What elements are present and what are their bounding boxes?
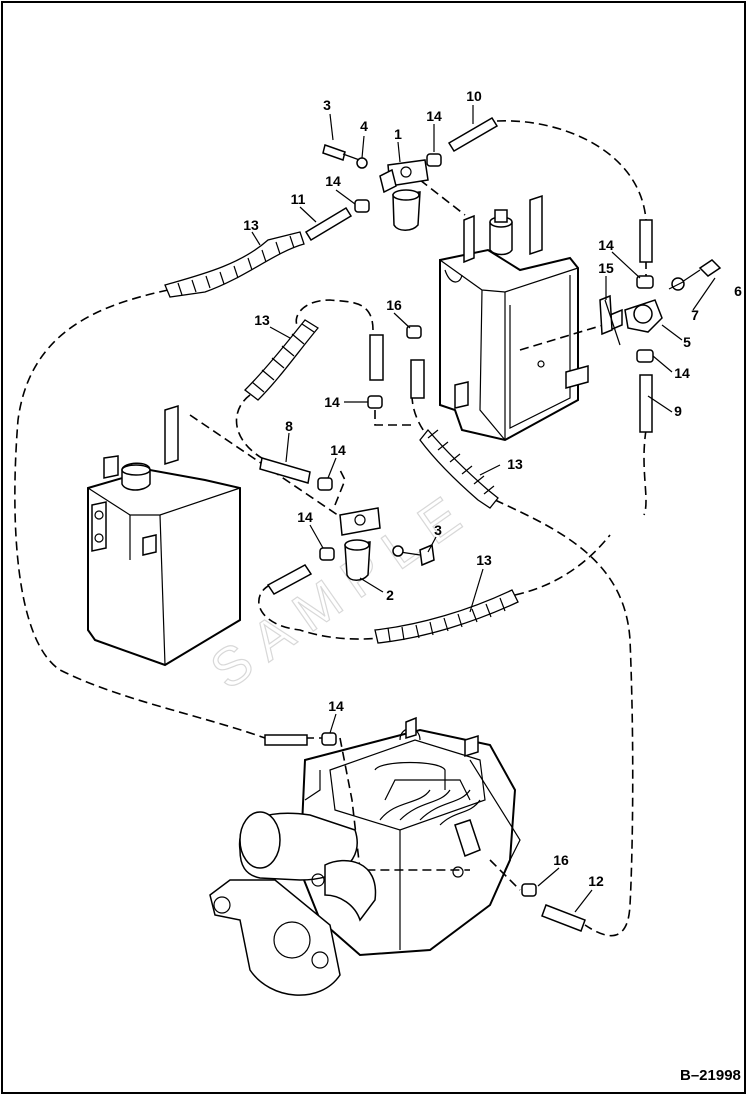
callout-14-filter-left: 14 (325, 173, 341, 189)
callout-14-pump-top: 14 (598, 237, 614, 253)
corrugated-hoses (164, 231, 519, 644)
callout-14-filter-right: 14 (426, 108, 442, 124)
callout-13-mid: 13 (254, 312, 270, 328)
callout-16-tank: 16 (386, 297, 402, 313)
callout-3-mid: 3 (434, 522, 442, 538)
callout-14-filter2-top: 14 (330, 442, 346, 458)
callout-16-engine: 16 (553, 852, 569, 868)
callout-13-bottom: 13 (476, 552, 492, 568)
leader-lines (251, 105, 716, 913)
callout-4: 4 (360, 118, 368, 134)
short-hoses (259, 116, 653, 932)
engine-assembly (209, 716, 521, 996)
watermark: SAMPLE (200, 477, 484, 701)
hose-clamps (317, 153, 654, 897)
callout-14-engine: 14 (328, 698, 344, 714)
fuel-tank-upper (439, 194, 589, 442)
callout-11: 11 (291, 191, 306, 207)
callout-2: 2 (386, 587, 394, 603)
fuel-filter-2 (339, 507, 381, 581)
bolts-and-washers (322, 144, 722, 567)
fuel-filter-1 (379, 159, 429, 231)
fuel-tank-left (87, 404, 241, 667)
callout-13-left: 13 (243, 217, 259, 233)
callout-13-right: 13 (507, 456, 523, 472)
callout-labels: 1 2 3 3 4 5 6 7 8 9 10 11 12 13 13 13 13… (243, 88, 742, 889)
callout-7: 7 (691, 307, 699, 323)
fuel-line-routes (14, 120, 647, 937)
callout-14-pump-bottom: 14 (674, 365, 690, 381)
callout-14-filter2-left: 14 (297, 509, 313, 525)
callout-12: 12 (588, 873, 604, 889)
callout-3-top: 3 (323, 97, 331, 113)
callout-9: 9 (674, 403, 682, 419)
fitting-15 (604, 299, 621, 346)
callout-1: 1 (394, 126, 402, 142)
svg-text:SAMPLE: SAMPLE (200, 478, 483, 701)
callout-5: 5 (683, 334, 691, 350)
callout-15: 15 (598, 260, 614, 276)
fuel-pump (609, 299, 663, 333)
figure-reference: B–21998 (680, 1067, 741, 1084)
callout-10: 10 (466, 88, 482, 104)
callout-14-tank: 14 (324, 394, 340, 410)
callout-6: 6 (734, 283, 742, 299)
callout-8: 8 (285, 418, 293, 434)
